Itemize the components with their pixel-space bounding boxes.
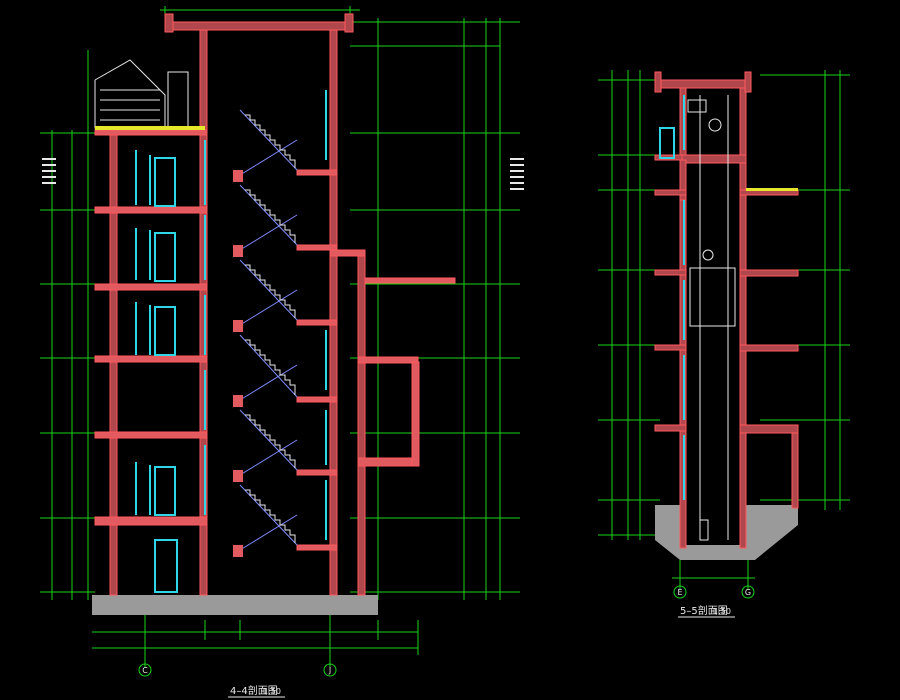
grid-axis-label: C [142, 666, 148, 675]
right-dimension-chain [350, 18, 520, 600]
elevator-car [687, 95, 736, 541]
stair-landings [233, 170, 243, 557]
glazing [135, 90, 327, 593]
roof-parapet-strip [95, 126, 205, 130]
right-section-dim-bottom [672, 560, 755, 590]
section-scale: 1:50 [263, 687, 281, 696]
grid-axis-label: J [328, 666, 331, 675]
left-dimension-chain [40, 50, 95, 600]
grid-axis-label: G [745, 588, 751, 597]
building-walls [109, 13, 366, 596]
section-5-5: E G 5–5剖面图 1:50 [598, 70, 850, 618]
roof-strip-right [746, 188, 798, 191]
elevator-pit [655, 505, 798, 560]
grid-bubble-c: C [138, 640, 152, 677]
grid-bubble-g: G [741, 585, 755, 599]
section-title: 5–5剖面图 [680, 604, 728, 617]
section-4-4-title: 4–4剖面图 1:50 [228, 684, 285, 698]
section-scale: 1:50 [713, 607, 731, 616]
right-section-dim-left [598, 70, 660, 540]
ground-slab [92, 595, 378, 615]
floor-slabs [94, 129, 456, 551]
section-title: 4–4剖面图 [230, 684, 278, 697]
section-4-4: C J 4–4剖面图 1:50 [40, 6, 524, 698]
shaft-glazing [659, 95, 685, 500]
grid-bubble-j: J [323, 640, 337, 677]
section-5-5-title: 5–5剖面图 1:50 [678, 604, 735, 618]
grid-bubble-e: E [673, 585, 687, 599]
stair-steps [245, 114, 296, 543]
annotation-ticks [42, 158, 524, 190]
grid-axis-label: E [677, 588, 682, 597]
